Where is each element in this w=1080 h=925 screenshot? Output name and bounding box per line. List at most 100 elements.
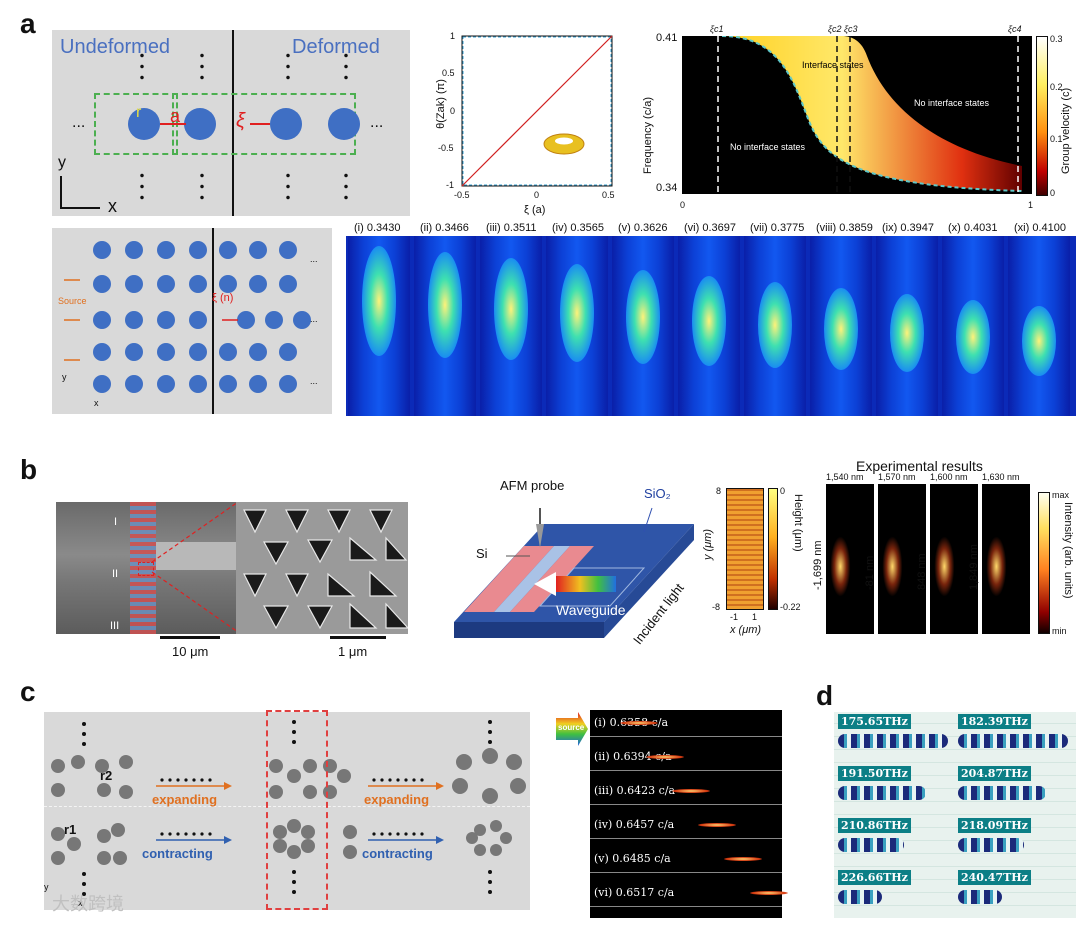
zak-ytick: 0.5 [442, 68, 455, 78]
sem-zoom-svg [243, 509, 408, 630]
vertical-dots [140, 50, 144, 84]
radius-label: r [136, 104, 142, 121]
crystal-region [494, 546, 570, 612]
field-label: (ix) 0.3947 [882, 222, 934, 234]
mode-row: (iv) 0.6457 c/a [590, 812, 782, 839]
scale-bar-1 [330, 636, 386, 639]
offset-label: 848 nm [916, 553, 928, 590]
zak-ytick: -1 [446, 180, 455, 190]
mode-label: (vi) 0.6517 c/a [594, 886, 675, 899]
interface-line [232, 30, 234, 216]
field-label: (vi) 0.3697 [684, 222, 736, 234]
x-axis-arrow [60, 207, 100, 209]
scale-label-1: 1 μm [338, 644, 368, 659]
lattice-const-label: a [170, 106, 181, 126]
wavelength-label: 1,570 nm [878, 472, 916, 482]
sem-zoom [236, 502, 408, 634]
zoom-lines [151, 501, 239, 633]
field-mode [494, 258, 528, 360]
band-heatmap: Interface states No interface states No … [682, 35, 1032, 194]
height-colorbar [768, 488, 778, 610]
zak-xtick: -0.5 [454, 190, 470, 200]
zak-xtick: 0 [534, 190, 540, 200]
scale-label-10: 10 μm [172, 644, 209, 659]
field-snapshot [348, 236, 410, 416]
mode-spot [672, 789, 710, 793]
xi-n-label: ξ (n) [212, 292, 234, 304]
mode-strip [838, 890, 882, 904]
axis-x-small: x [94, 398, 99, 408]
mode-images: (i) 0.6358 c/a (ii) 0.6394 c/a (iii) 0.642… [590, 710, 788, 918]
experimental-panel [878, 484, 926, 634]
height-label: Height (μm) [792, 494, 804, 552]
mode-label: (iii) 0.6423 c/a [594, 784, 676, 797]
field-label: (xi) 0.4100 [1014, 222, 1066, 234]
panel-label-b: b [20, 454, 38, 485]
zak-phase-line [461, 35, 613, 187]
lattice-circle [328, 108, 360, 140]
height-tick: -0.22 [780, 602, 801, 612]
sio2-label: SiO₂ [644, 486, 671, 501]
offset-label: 1,849 nm [968, 544, 980, 590]
device-stripe [130, 502, 156, 634]
light-arrow [556, 576, 616, 592]
x-axis-label: x (μm) [730, 624, 762, 636]
mode-spot [724, 857, 762, 861]
field-snapshot [546, 236, 608, 416]
frequency-tag: 175.65THz [838, 714, 911, 729]
vertical-dots [344, 170, 348, 204]
r1-label: r1 [64, 822, 77, 837]
crystal-schematic: Source ξ (n) ... ... ... y x [52, 228, 332, 414]
zak-ytick: 1 [450, 31, 456, 41]
field-mode [626, 270, 660, 364]
height-map: 0 -0.22 Height (μm) 8 -8 y (μm) -1 1 x (… [700, 482, 810, 642]
field-snapshot [1008, 236, 1070, 416]
xi-c1-marker: ξc1 [710, 24, 724, 34]
lattice-circle [184, 108, 216, 140]
lattice-circle [128, 108, 160, 140]
mode-spot [750, 891, 788, 895]
field-mode [1022, 306, 1056, 376]
wavelength-label: 1,630 nm [982, 472, 1020, 482]
region-II: II [112, 568, 119, 580]
field-label: (v) 0.3626 [618, 222, 668, 234]
zak-phase-plot: 1 0.5 0 -0.5 -1 -0.5 0 0.5 ξ (a) θ(Zak) … [435, 28, 626, 228]
panel-label-a: a [20, 8, 36, 39]
field-snapshot [876, 236, 938, 416]
afm-probe-label: AFM probe [500, 478, 565, 493]
axis-y-label: y [58, 154, 66, 171]
band-edge-lower [721, 35, 1023, 192]
intensity-min: min [1052, 626, 1067, 636]
ellipsis: ... [310, 314, 318, 324]
xi-c2-marker: ξc2 [828, 24, 842, 34]
offset-label: -1,699 nm [812, 540, 824, 590]
mode-label: (ii) 0.6394 c/a [594, 750, 672, 763]
colorbar-tick: 0.2 [1050, 82, 1063, 92]
axis-x-c: x [78, 898, 83, 908]
field-mode [758, 282, 792, 368]
field-label: (iv) 0.3565 [552, 222, 604, 234]
mode-row: (iii) 0.6423 c/a [590, 778, 782, 805]
intensity-trace [826, 484, 874, 634]
vertical-dots [140, 170, 144, 204]
vertical-dots [344, 50, 348, 84]
x-tick: -1 [730, 612, 739, 622]
group-velocity-map: Frequency (c/a) 0.41 0.34 Interface stat… [636, 24, 1076, 220]
field-label: (vii) 0.3775 [750, 222, 805, 234]
undeformed-title: Undeformed [60, 36, 171, 58]
r2-label: r2 [100, 768, 113, 783]
mode-strip [958, 734, 1068, 748]
y-axis-label: y (μm) [702, 528, 714, 560]
intensity-label: Intensity (arb. units) [1062, 502, 1074, 599]
vertical-dots [286, 50, 290, 84]
intensity-max: max [1052, 490, 1070, 500]
mode-strip [958, 786, 1046, 800]
vertical-dots [286, 170, 290, 204]
mode-row: (i) 0.6358 c/a [590, 710, 782, 737]
experimental-panel [982, 484, 1030, 634]
field-snapshot [744, 236, 806, 416]
expanding-label-1: expanding [152, 792, 218, 807]
zoom-box [138, 562, 154, 576]
mode-strip [958, 890, 1002, 904]
